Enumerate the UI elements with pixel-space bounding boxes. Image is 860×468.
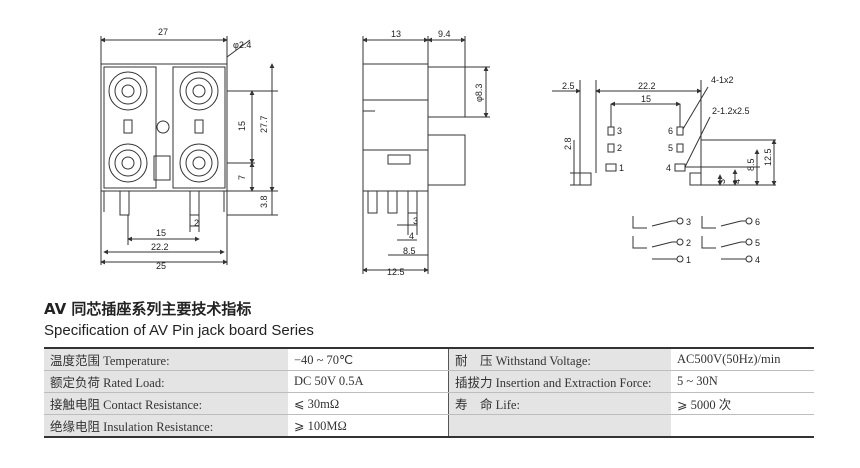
table-row: 接触电阻 Contact Resistance: ⩽ 30mΩ 寿 命 Life… bbox=[44, 392, 814, 415]
dim-pcb-3: 3 bbox=[717, 179, 727, 184]
sch-label-5: 5 bbox=[755, 238, 760, 248]
dim-side-125: 12.5 bbox=[387, 267, 405, 277]
dim-pcb-222: 22.2 bbox=[638, 81, 656, 91]
dim-pcb-125: 12.5 bbox=[763, 148, 773, 166]
spec-value: ⩾ 5000 次 bbox=[671, 392, 814, 415]
dim-front-phi24: φ2.4 bbox=[233, 40, 251, 50]
dim-front-2: 2 bbox=[194, 218, 199, 228]
spec-title-en: Specification of AV Pin jack board Serie… bbox=[44, 322, 314, 339]
dim-pcb-25: 2.5 bbox=[562, 81, 575, 91]
side-view bbox=[362, 36, 490, 274]
schematic bbox=[632, 216, 753, 263]
dim-side-phi83: φ8.3 bbox=[474, 84, 484, 102]
spec-value: DC 50V 0.5A bbox=[288, 370, 449, 393]
pcb-layout bbox=[552, 80, 777, 186]
dim-front-7: 7 bbox=[237, 175, 247, 180]
dim-side-3: 3 bbox=[413, 216, 418, 226]
pin-label-6: 6 bbox=[668, 126, 673, 136]
spec-value: −40 ~ 70℃ bbox=[288, 347, 449, 371]
dim-front-222: 22.2 bbox=[151, 242, 169, 252]
dim-pcb-hole212: 2-1.2x2.5 bbox=[712, 106, 750, 116]
sch-label-1: 1 bbox=[686, 255, 691, 265]
dim-side-4: 4 bbox=[409, 231, 414, 241]
dim-front-38: 3.8 bbox=[259, 195, 269, 208]
spec-label: 绝缘电阻 Insulation Resistance: bbox=[44, 414, 288, 438]
spec-value: AC500V(50Hz)/min bbox=[671, 347, 814, 371]
dim-front-25: 25 bbox=[156, 261, 166, 271]
spec-table: 温度范围 Temperature: −40 ~ 70℃ 耐 压 Withstan… bbox=[44, 347, 814, 438]
dim-side-94: 9.4 bbox=[438, 29, 451, 39]
dim-front-15: 15 bbox=[237, 121, 247, 131]
dim-front-27: 27 bbox=[158, 27, 168, 37]
pin-label-2: 2 bbox=[617, 143, 622, 153]
dim-pcb-28: 2.8 bbox=[563, 137, 573, 150]
dim-pcb-hole41: 4-1x2 bbox=[711, 75, 734, 85]
spec-label: 接触电阻 Contact Resistance: bbox=[44, 392, 288, 415]
dim-pcb-15: 15 bbox=[641, 94, 651, 104]
dim-side-13: 13 bbox=[391, 29, 401, 39]
sch-label-6: 6 bbox=[755, 217, 760, 227]
table-row: 绝缘电阻 Insulation Resistance: ⩾ 100MΩ bbox=[44, 414, 814, 438]
sch-label-4: 4 bbox=[755, 255, 760, 265]
pin-label-1: 1 bbox=[619, 163, 624, 173]
spec-label: 寿 命 Life: bbox=[448, 392, 671, 415]
dim-front-277: 27.7 bbox=[259, 115, 269, 133]
pin-label-3: 3 bbox=[617, 126, 622, 136]
spec-value: ⩾ 100MΩ bbox=[288, 414, 449, 438]
spec-value: 5 ~ 30N bbox=[671, 370, 814, 393]
spec-label bbox=[448, 414, 671, 438]
spec-label: 额定负荷 Rated Load: bbox=[44, 370, 288, 393]
spec-label: 插拔力 Insertion and Extraction Force: bbox=[448, 370, 671, 393]
sch-label-3: 3 bbox=[686, 217, 691, 227]
sch-label-2: 2 bbox=[686, 238, 691, 248]
spec-label: 温度范围 Temperature: bbox=[44, 347, 288, 371]
spec-title-zh: AV 同芯插座系列主要技术指标 bbox=[44, 300, 252, 318]
pin-label-4: 4 bbox=[666, 163, 671, 173]
technical-drawing: 27 φ2.4 15 27.7 7 3.8 2 15 22.2 25 13 9.… bbox=[100, 27, 777, 277]
table-row: 温度范围 Temperature: −40 ~ 70℃ 耐 压 Withstan… bbox=[44, 347, 814, 371]
front-view bbox=[100, 36, 278, 265]
pin-label-5: 5 bbox=[668, 143, 673, 153]
spec-value: ⩽ 30mΩ bbox=[288, 392, 449, 415]
dim-front-15b: 15 bbox=[156, 228, 166, 238]
dim-pcb-85: 8.5 bbox=[746, 158, 756, 171]
spec-label: 耐 压 Withstand Voltage: bbox=[448, 347, 671, 371]
table-row: 额定负荷 Rated Load: DC 50V 0.5A 插拔力 Inserti… bbox=[44, 370, 814, 393]
spec-value bbox=[671, 414, 814, 438]
dim-side-85: 8.5 bbox=[403, 246, 416, 256]
dim-pcb-4: 4 bbox=[732, 179, 742, 184]
